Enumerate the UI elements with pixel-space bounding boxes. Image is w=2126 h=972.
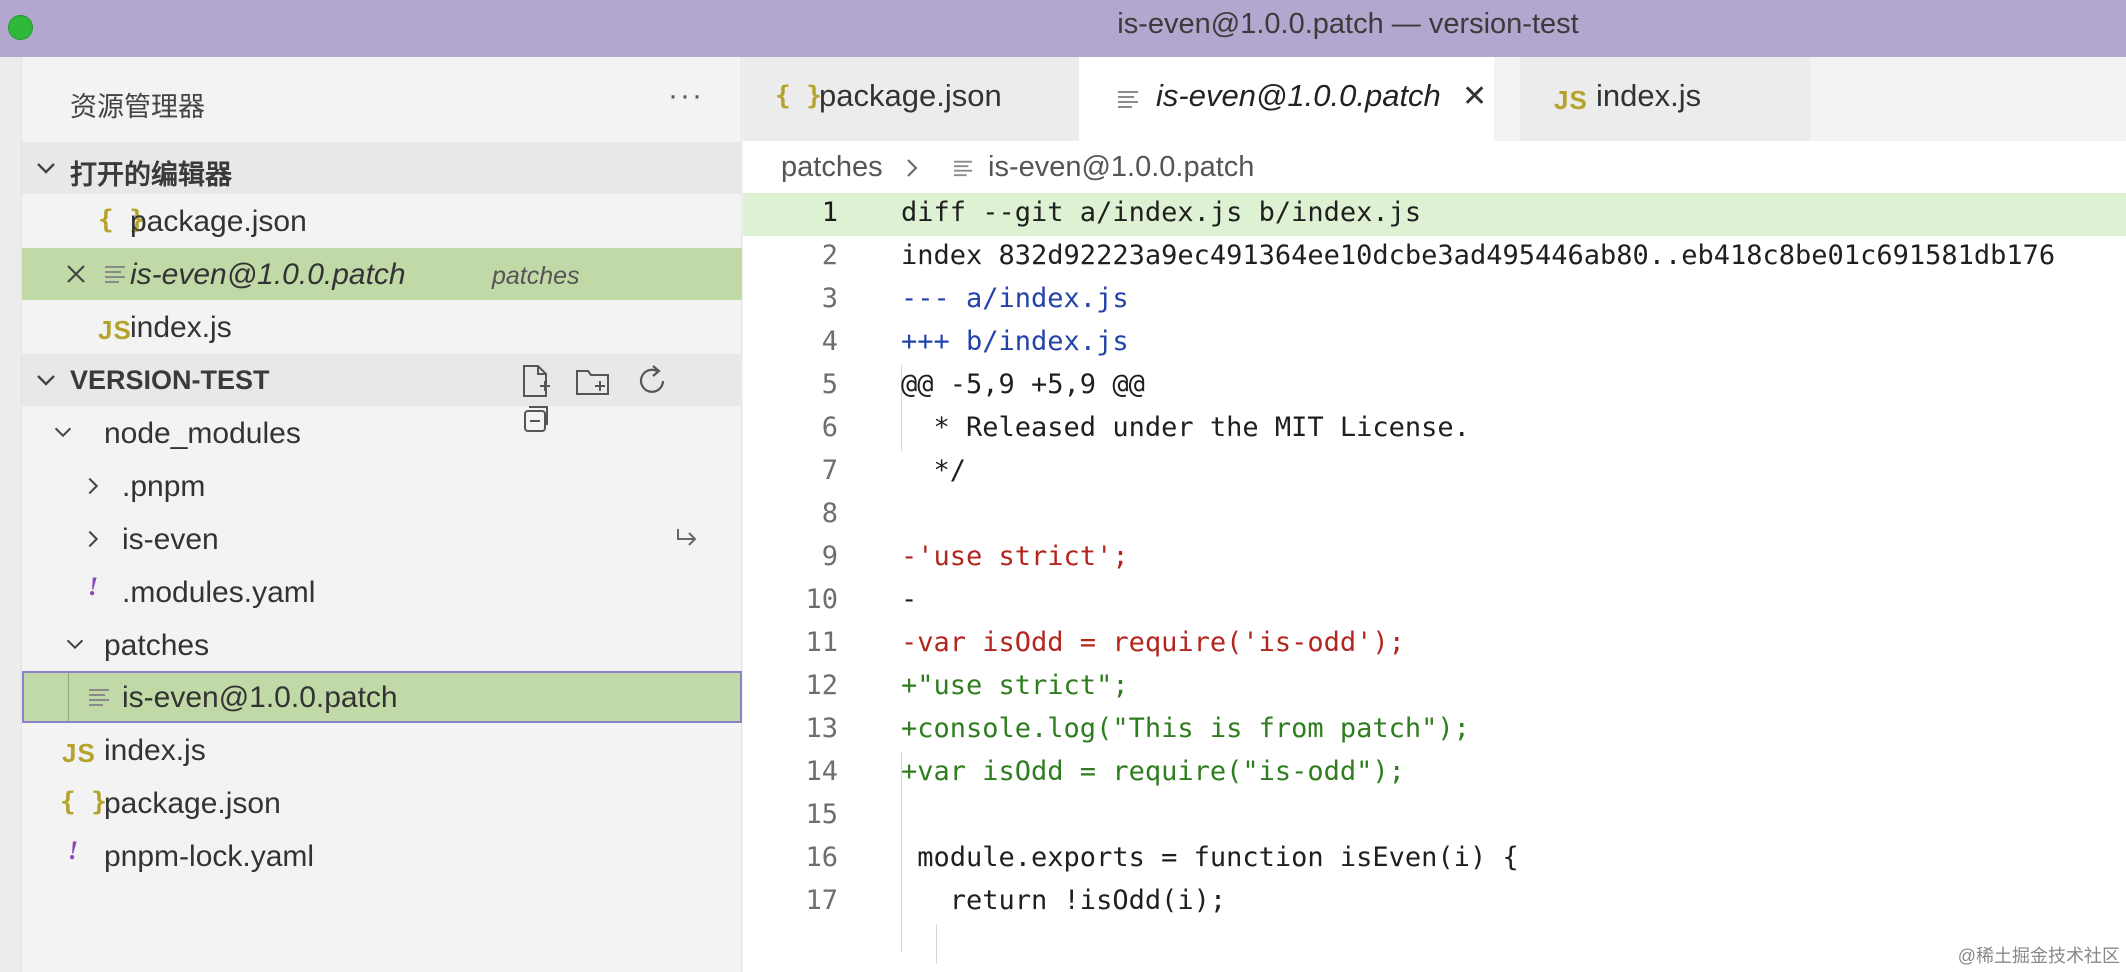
breadcrumb: patches is-even@1.0.0.patch <box>743 141 2126 193</box>
yaml-icon: ! <box>88 572 99 601</box>
code-line: 1 diff --git a/index.js b/index.js <box>743 193 2126 236</box>
tree-item-modules-yaml[interactable]: ! .modules.yaml <box>22 566 742 618</box>
symlink-arrow-icon <box>677 529 697 546</box>
project-section-header[interactable]: VERSION-TEST <box>22 354 742 432</box>
code-line: 15 <box>805 799 838 830</box>
close-icon[interactable] <box>64 262 88 286</box>
project-actions <box>516 362 742 438</box>
open-editor-label: package.json <box>130 205 307 238</box>
lines-icon <box>105 266 125 283</box>
lines-icon <box>954 160 972 177</box>
chevron-down-icon <box>37 163 55 174</box>
open-editor-item-patch[interactable]: is-even@1.0.0.patch patches <box>22 248 742 300</box>
chevron-right-icon <box>88 477 99 495</box>
tree-item-package-json[interactable]: { } package.json <box>22 777 742 829</box>
tree-item-pnpm[interactable]: .pnpm <box>22 460 742 512</box>
lines-icon <box>1118 91 1138 108</box>
js-icon: JS <box>1554 85 1588 115</box>
code-line: 3 --- a/index.js <box>821 283 1129 314</box>
open-editor-item-index-js[interactable]: JS index.js <box>22 301 742 353</box>
new-file-icon[interactable] <box>516 362 554 400</box>
project-label: VERSION-TEST <box>70 365 270 395</box>
lines-icon <box>89 689 109 706</box>
open-editor-label: index.js <box>130 311 232 344</box>
yaml-icon: ! <box>68 836 79 865</box>
tab-index-js[interactable]: JS index.js <box>1520 57 1810 141</box>
tree-item-label: package.json <box>104 787 281 820</box>
json-braces-icon: { } <box>98 205 145 235</box>
tree-item-label: .modules.yaml <box>122 576 316 609</box>
tab-patch[interactable]: is-even@1.0.0.patch ✕ <box>1079 57 1494 141</box>
title-bar: is-even@1.0.0.patch — version-test <box>0 0 2126 57</box>
chevron-down-icon <box>66 639 84 650</box>
tree-item-label: patches <box>104 629 210 662</box>
tab-label: package.json <box>819 78 1002 113</box>
code-line: 9 -'use strict'; <box>821 541 1129 572</box>
tree-item-pnpm-lock[interactable]: ! pnpm-lock.yaml <box>22 830 742 882</box>
chevron-down-icon <box>37 375 55 386</box>
tree-item-label: index.js <box>104 734 206 767</box>
tree-item-label: pnpm-lock.yaml <box>104 840 315 873</box>
code-line: 12 +"use strict"; <box>805 670 1129 701</box>
open-editor-description: patches <box>492 262 580 290</box>
new-folder-icon[interactable] <box>574 362 612 400</box>
more-actions-button[interactable]: ··· <box>668 79 704 112</box>
tab-package-json[interactable]: { } package.json <box>743 57 1079 141</box>
tab-label: index.js <box>1596 78 1702 113</box>
open-editor-item-package-json[interactable]: { } package.json <box>22 195 742 247</box>
tab-label: is-even@1.0.0.patch <box>1156 78 1441 113</box>
code-line: 8 <box>821 498 838 529</box>
tree-item-label: .pnpm <box>122 470 206 503</box>
refresh-icon[interactable] <box>633 362 671 400</box>
js-icon: JS <box>98 315 132 345</box>
tree-item-node-modules[interactable]: node_modules <box>22 407 742 459</box>
explorer-header: 资源管理器 ··· <box>22 57 742 142</box>
close-tab-icon[interactable]: ✕ <box>1462 80 1488 113</box>
breadcrumb-file[interactable]: is-even@1.0.0.patch <box>988 151 1255 183</box>
chevron-right-icon <box>88 530 99 548</box>
open-editors-section-header[interactable]: 打开的编辑器 <box>22 142 742 194</box>
tree-item-label: node_modules <box>104 417 301 450</box>
chevron-right-icon <box>907 159 918 177</box>
close-window-button[interactable] <box>8 15 33 40</box>
explorer-sidebar: 资源管理器 ··· 打开的编辑器 { } package.json is-eve… <box>22 57 742 972</box>
js-icon: JS <box>62 738 96 768</box>
window-title: is-even@1.0.0.patch — version-test <box>1117 8 1579 40</box>
chevron-down-icon <box>54 427 72 438</box>
open-editors-label: 打开的编辑器 <box>70 160 232 190</box>
code-line: 2 index 832d92223a9ec491364ee10dcbe3ad49… <box>821 240 2056 271</box>
explorer-title: 资源管理器 <box>70 92 205 122</box>
tree-item-patch-file[interactable]: is-even@1.0.0.patch <box>22 671 742 723</box>
breadcrumb-folder[interactable]: patches <box>781 151 883 183</box>
code-line: 11 -var isOdd = require('is-odd'); <box>805 627 1405 658</box>
code-line: 16 module.exports = function isEven(i) { <box>805 842 1519 873</box>
watermark: @稀土掘金技术社区 <box>1957 946 2120 966</box>
tree-item-patches[interactable]: patches <box>22 619 742 671</box>
code-line: 13 +console.log("This is from patch"); <box>805 713 1470 744</box>
open-editor-label: is-even@1.0.0.patch <box>130 258 406 291</box>
tree-item-label: is-even <box>122 523 219 556</box>
code-line: 10 - <box>805 584 918 615</box>
code-line: 4 +++ b/index.js <box>821 326 1129 357</box>
activity-bar <box>0 57 22 972</box>
tree-item-label: is-even@1.0.0.patch <box>122 681 398 714</box>
code-line: 5 @@ -5,9 +5,9 @@ <box>821 369 1145 400</box>
code-view[interactable]: 1 diff --git a/index.js b/index.js 2 ind… <box>743 193 2126 972</box>
code-line: 14 +var isOdd = require("is-odd"); <box>805 756 1405 787</box>
tree-item-is-even[interactable]: is-even <box>22 513 742 565</box>
tab-bar: { } package.json is-even@1.0.0.patch ✕ J… <box>743 57 2126 141</box>
json-braces-icon: { } <box>775 81 822 111</box>
tree-item-index-js[interactable]: JS index.js <box>22 724 742 776</box>
json-braces-icon: { } <box>60 787 107 817</box>
editor-area: { } package.json is-even@1.0.0.patch ✕ J… <box>743 57 2126 972</box>
collapse-all-icon[interactable] <box>516 400 554 438</box>
code-line: 7 */ <box>821 455 967 486</box>
code-line: 6 * Released under the MIT License. <box>821 412 1470 443</box>
code-line: 17 return !isOdd(i); <box>805 885 1227 916</box>
